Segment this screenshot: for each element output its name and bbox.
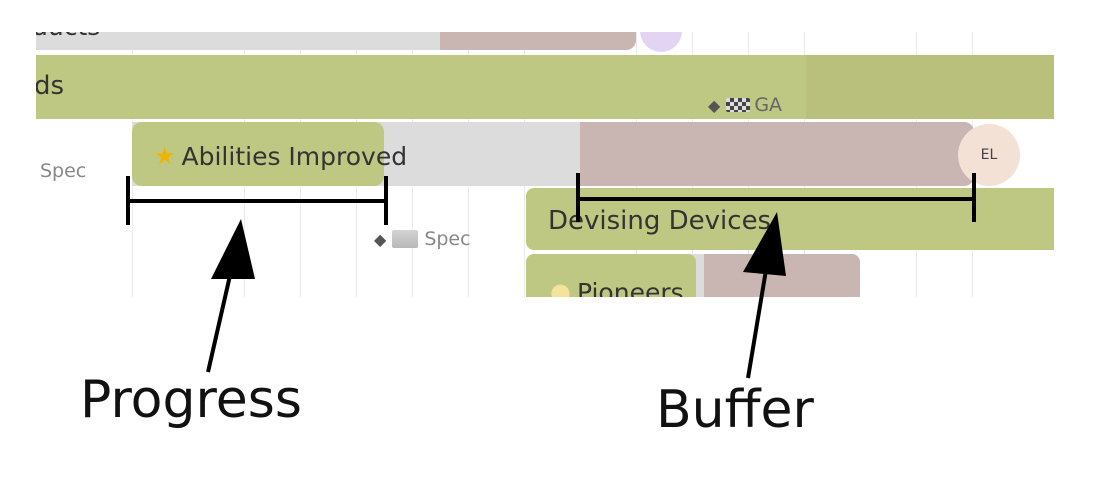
diamond-icon: ◆ bbox=[374, 229, 387, 249]
milestone-spec-mid-label: Spec bbox=[424, 228, 471, 250]
gantt-timeline: ducts ds ◆ GA Spec ★ Abilities Improved … bbox=[36, 32, 1054, 297]
milestone-ga[interactable]: ◆ GA bbox=[708, 94, 782, 116]
milestone-spec-mid[interactable]: ◆ Spec bbox=[374, 228, 471, 250]
assignee-avatar[interactable] bbox=[640, 32, 682, 52]
avatar-initials: EL bbox=[980, 147, 998, 163]
task-title-abilities-improved: Abilities Improved bbox=[181, 141, 408, 171]
milestone-spec-left-label: Spec bbox=[40, 160, 87, 182]
task-label-products: ducts bbox=[36, 32, 100, 41]
task-label-devising-devices: Devising Devices bbox=[548, 206, 772, 236]
milestone-ga-label: GA bbox=[754, 94, 783, 116]
task-label-long-green: ds bbox=[36, 71, 65, 101]
diamond-icon: ◆ bbox=[708, 95, 721, 115]
assignee-avatar-el[interactable]: EL bbox=[958, 124, 1020, 186]
document-icon bbox=[392, 230, 419, 248]
bar-segment-shade bbox=[806, 55, 1054, 119]
milestone-spec-left[interactable]: Spec bbox=[40, 160, 86, 182]
progress-bracket bbox=[126, 176, 388, 225]
task-label-pioneers: ● Pioneers bbox=[550, 272, 684, 298]
checkered-flag-icon bbox=[726, 98, 751, 112]
task-buffer-abilities-improved bbox=[580, 122, 974, 186]
buffer-annotation-label: Buffer bbox=[656, 380, 814, 440]
lightbulb-icon: ● bbox=[550, 278, 571, 297]
progress-annotation-label: Progress bbox=[80, 370, 302, 430]
task-label-abilities-improved: ★ Abilities Improved bbox=[154, 136, 407, 176]
buffer-bracket bbox=[576, 173, 976, 222]
task-buffer-products bbox=[440, 32, 636, 50]
task-progress-pioneers bbox=[526, 254, 696, 297]
task-progress-abilities-improved bbox=[132, 122, 384, 186]
task-title-pioneers: Pioneers bbox=[576, 277, 684, 298]
star-icon: ★ bbox=[154, 142, 176, 170]
buffer-arrow bbox=[743, 212, 786, 379]
progress-arrow bbox=[206, 219, 255, 373]
